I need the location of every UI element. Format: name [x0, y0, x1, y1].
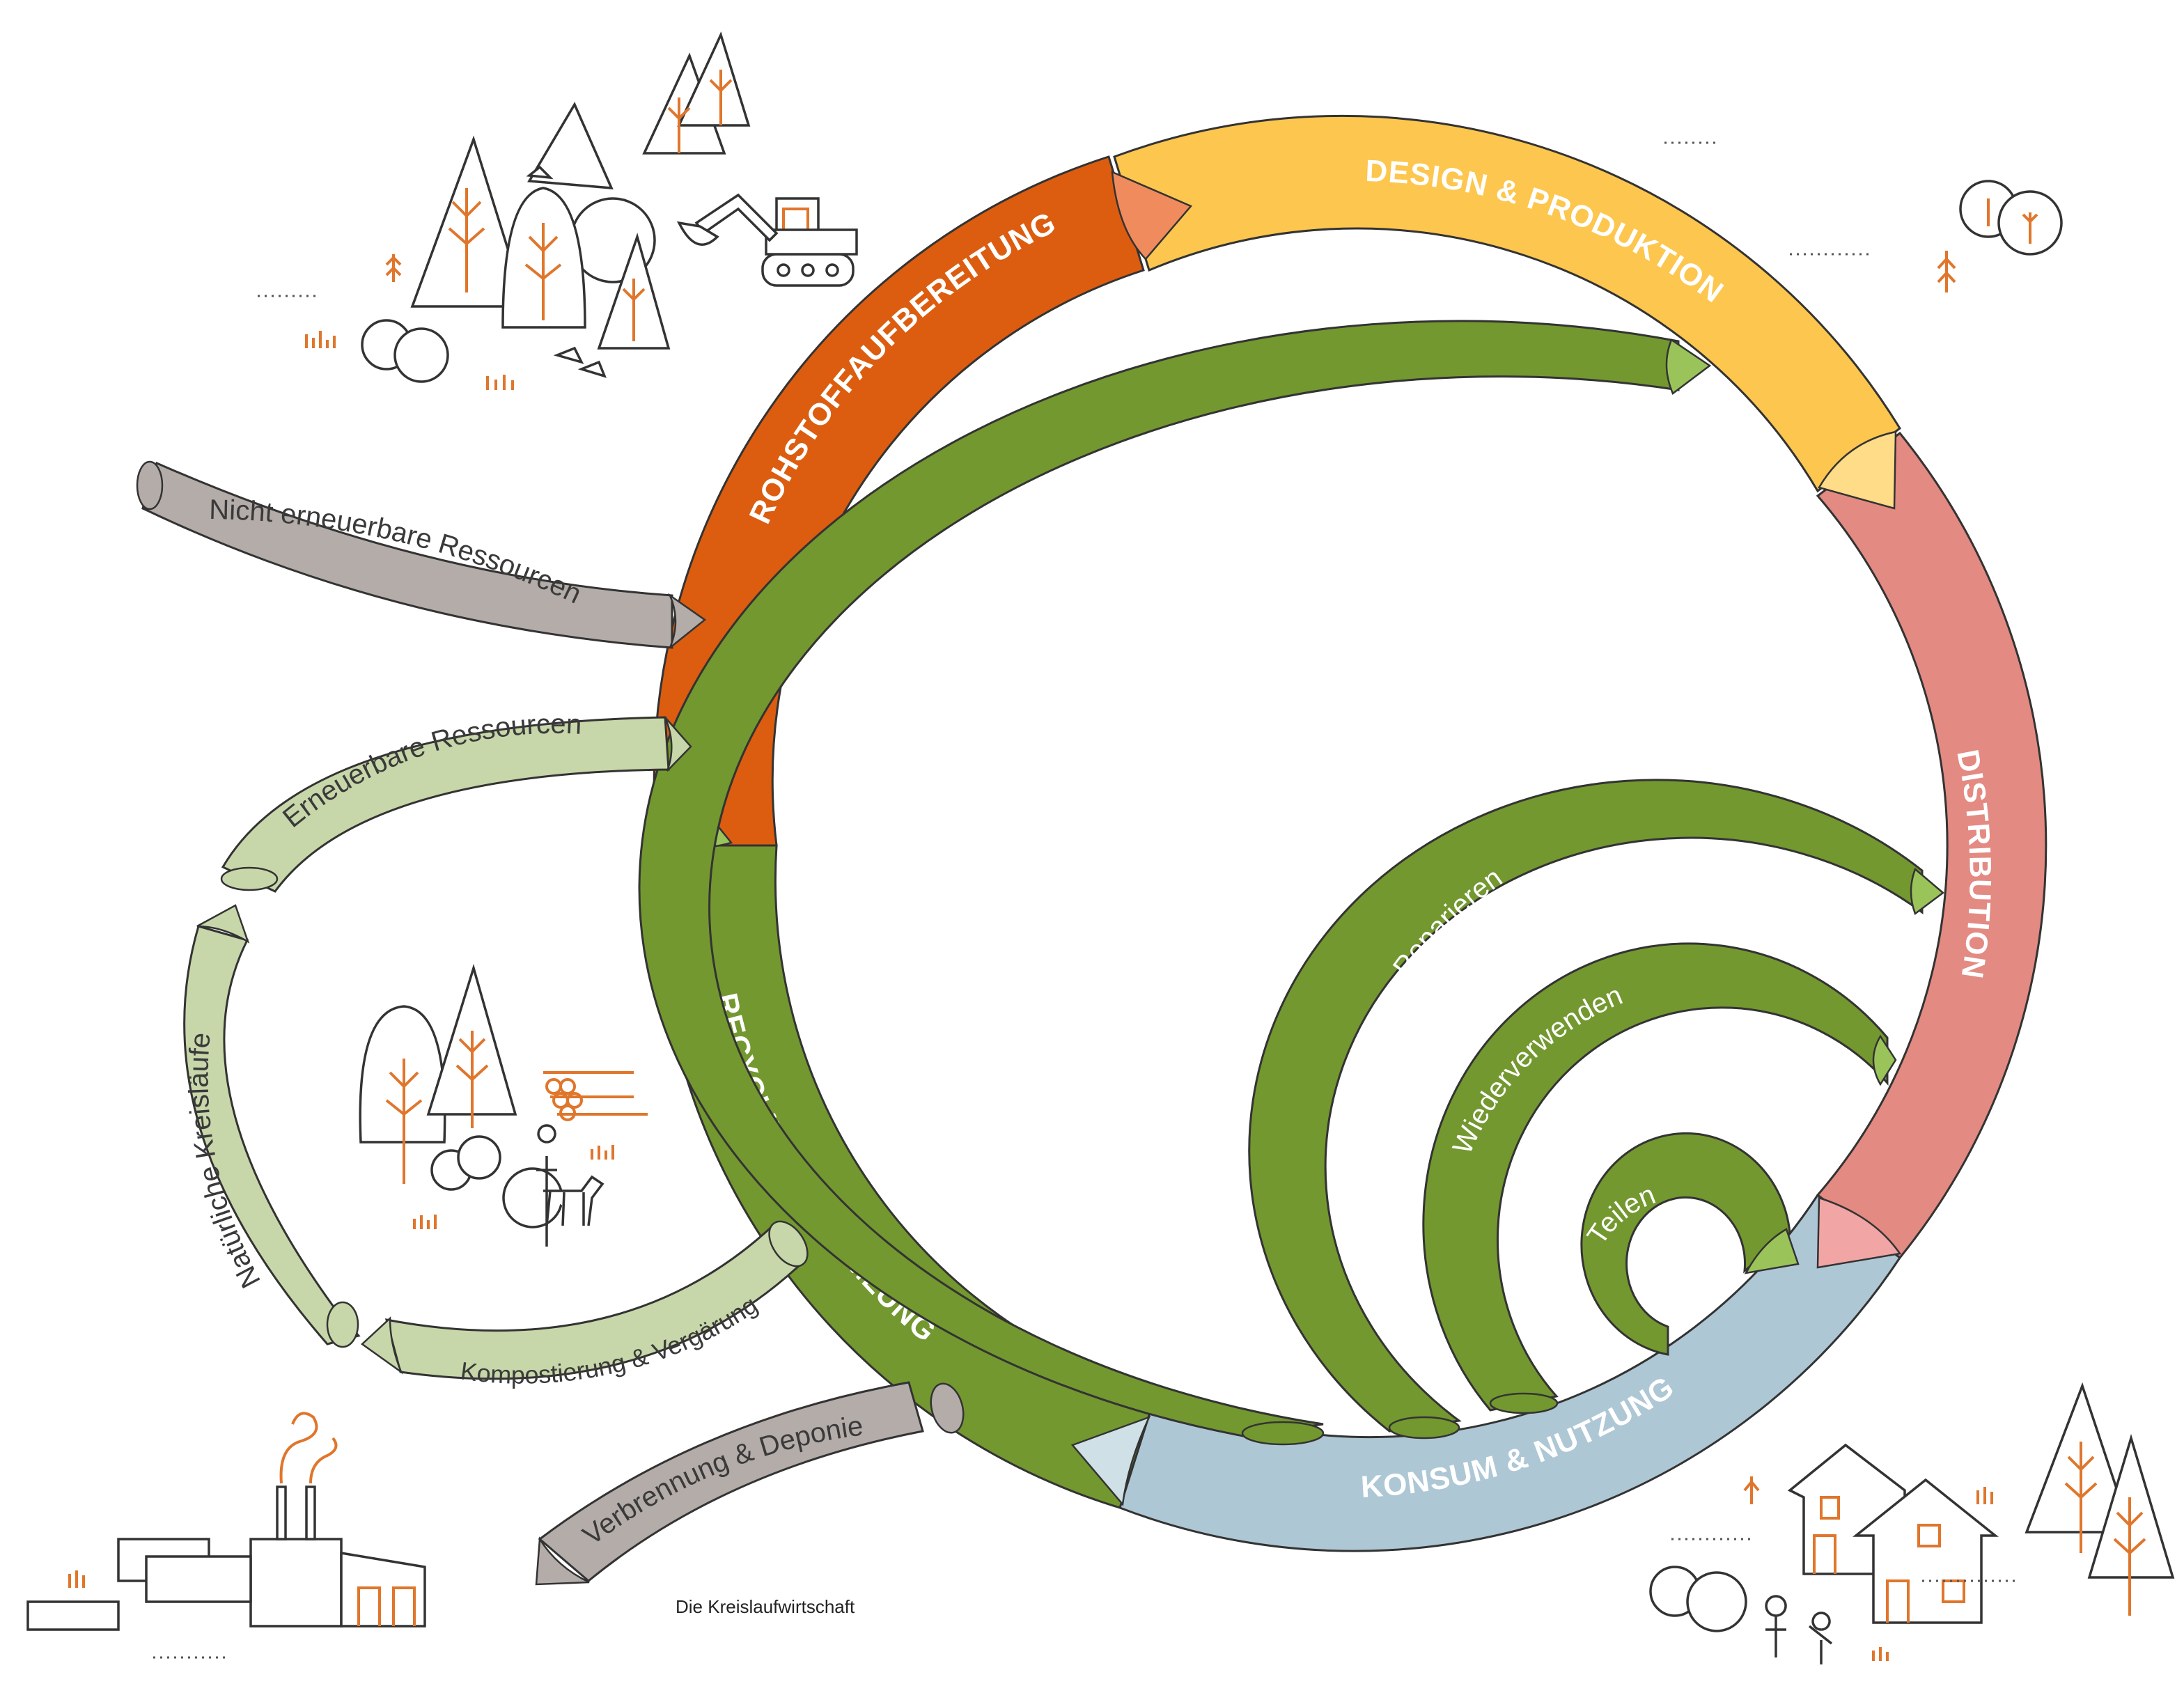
arrowhead-distribution-konsum	[1816, 1196, 1902, 1269]
bird-icon	[526, 165, 554, 180]
bird-icon	[553, 346, 584, 364]
loop-teilen-arrowhead	[1744, 1228, 1800, 1274]
tree-branch-icon	[1987, 198, 2038, 244]
warehouse-icon	[340, 1551, 426, 1628]
arrow-verbrennung	[538, 1381, 924, 1582]
arrow-erneuerbar	[221, 716, 670, 893]
tree-icon	[359, 1005, 446, 1144]
loop-reparieren-end	[1388, 1416, 1460, 1440]
arrow-verbrennung-tail	[930, 1382, 965, 1434]
person-icon	[1808, 1612, 1833, 1664]
arrow-kompost-head	[361, 1316, 403, 1375]
arrowhead-rohstoff-design	[1111, 171, 1193, 260]
arrow-natuerlich	[183, 925, 361, 1345]
grass-icon	[486, 375, 514, 390]
grass-icon	[1976, 1487, 1993, 1504]
tree-icon	[2025, 1382, 2133, 1534]
house-window-icon	[1813, 1496, 1840, 1574]
arrow-nicht-erneuerbar	[141, 461, 673, 649]
bushes-top-right	[1664, 141, 2063, 292]
deer-icon	[543, 1175, 604, 1226]
arrow-nicht-erneuerbar-tail	[136, 460, 164, 510]
excavator-illustration	[676, 193, 858, 287]
door-icon	[357, 1586, 416, 1626]
arrowhead-konsum-recycling	[1070, 1415, 1151, 1506]
arrow-erneuerbar-tail	[220, 866, 279, 891]
side-arrows: Nicht erneuerbare Ressourcen Erneuerbare…	[136, 460, 965, 1586]
arrow-verbrennung-head	[535, 1536, 590, 1586]
tree-icon	[677, 31, 751, 127]
arrow-nicht-erneuerbar-head	[668, 593, 707, 648]
bush-icon	[1686, 1571, 1747, 1632]
log-icon	[559, 1078, 576, 1095]
arrow-natuerlich-tail	[326, 1301, 359, 1348]
chimney-icon	[276, 1485, 287, 1540]
grass-icon	[1743, 1476, 1760, 1504]
tree-branch-icon	[2064, 1442, 2098, 1553]
ring-segment-design	[1113, 114, 1901, 493]
excavator-wheel-icon	[777, 263, 790, 277]
excavator-bucket-icon	[676, 221, 719, 246]
bird-icon	[577, 360, 607, 378]
factory-icon	[249, 1538, 343, 1628]
log-pile-icon	[543, 1071, 648, 1116]
house-icon	[1852, 1478, 1999, 1624]
loop-wiederverwenden	[1422, 942, 1889, 1412]
excavator-wheel-icon	[801, 263, 815, 277]
tree-branch-icon	[622, 279, 646, 341]
bush-icon	[457, 1135, 501, 1180]
arrow-erneuerbar-head	[664, 717, 692, 772]
grass-icon	[591, 1145, 614, 1160]
grass-icon	[68, 1570, 85, 1588]
log-icon	[545, 1078, 562, 1095]
person-icon	[1765, 1595, 1787, 1657]
person-icon	[536, 1124, 557, 1247]
excavator-body-icon	[765, 228, 858, 256]
tree-icon	[527, 102, 614, 189]
loop-wiederverwenden-end	[1489, 1392, 1559, 1414]
arrow-natuerlich-head	[196, 904, 250, 944]
ground-line	[1664, 141, 1873, 256]
tree-branch-icon	[455, 1031, 489, 1128]
nature-scene-middle	[359, 963, 648, 1247]
factory-illustration	[26, 1412, 426, 1659]
loop-wiederaufbereiten-end	[1241, 1421, 1325, 1446]
loop-reparieren-arrowhead	[1910, 867, 1945, 916]
excavator-window-icon	[782, 208, 809, 240]
excavator-wheel-icon	[825, 263, 839, 277]
loop-reparieren	[1248, 779, 1924, 1433]
grass-icon	[305, 331, 336, 348]
ground-line	[1671, 1538, 2020, 1582]
log-icon	[559, 1105, 576, 1121]
tree-icon	[410, 135, 528, 308]
tree-branch-icon	[667, 70, 733, 153]
container-icon	[26, 1600, 120, 1631]
grass-icon	[385, 254, 402, 282]
tree-branch-icon	[2113, 1497, 2146, 1616]
tree-branch-icon	[385, 1059, 423, 1184]
arrowhead-design-distribution	[1818, 430, 1897, 510]
forest-illustration-top	[258, 31, 751, 390]
arrow-kompost-tail	[768, 1220, 809, 1267]
village-illustration	[1649, 1382, 2175, 1664]
container-icon	[145, 1555, 252, 1603]
grass-icon	[1937, 251, 1956, 292]
loop-wiederaufbereiten	[638, 320, 1680, 1437]
smoke-icon	[279, 1412, 318, 1484]
loop-teilen	[1580, 1132, 1791, 1356]
log-icon	[566, 1092, 583, 1109]
loop-wiederverwenden-arrowhead	[1872, 1034, 1897, 1086]
bush-icon	[393, 327, 449, 383]
chimney-icon	[305, 1485, 316, 1540]
label-wiederaufbereiten: Wiederaufbereiten	[1084, 561, 1209, 782]
grass-icon	[1872, 1647, 1889, 1661]
tree-branch-icon	[448, 188, 485, 292]
loop-wiederaufbereiten-arrowhead	[1665, 338, 1712, 395]
diagram-caption: Die Kreislaufwirtschaft	[676, 1596, 855, 1617]
grass-icon	[413, 1215, 437, 1229]
tree-branch-icon	[524, 223, 562, 320]
smoke-icon	[309, 1437, 338, 1484]
